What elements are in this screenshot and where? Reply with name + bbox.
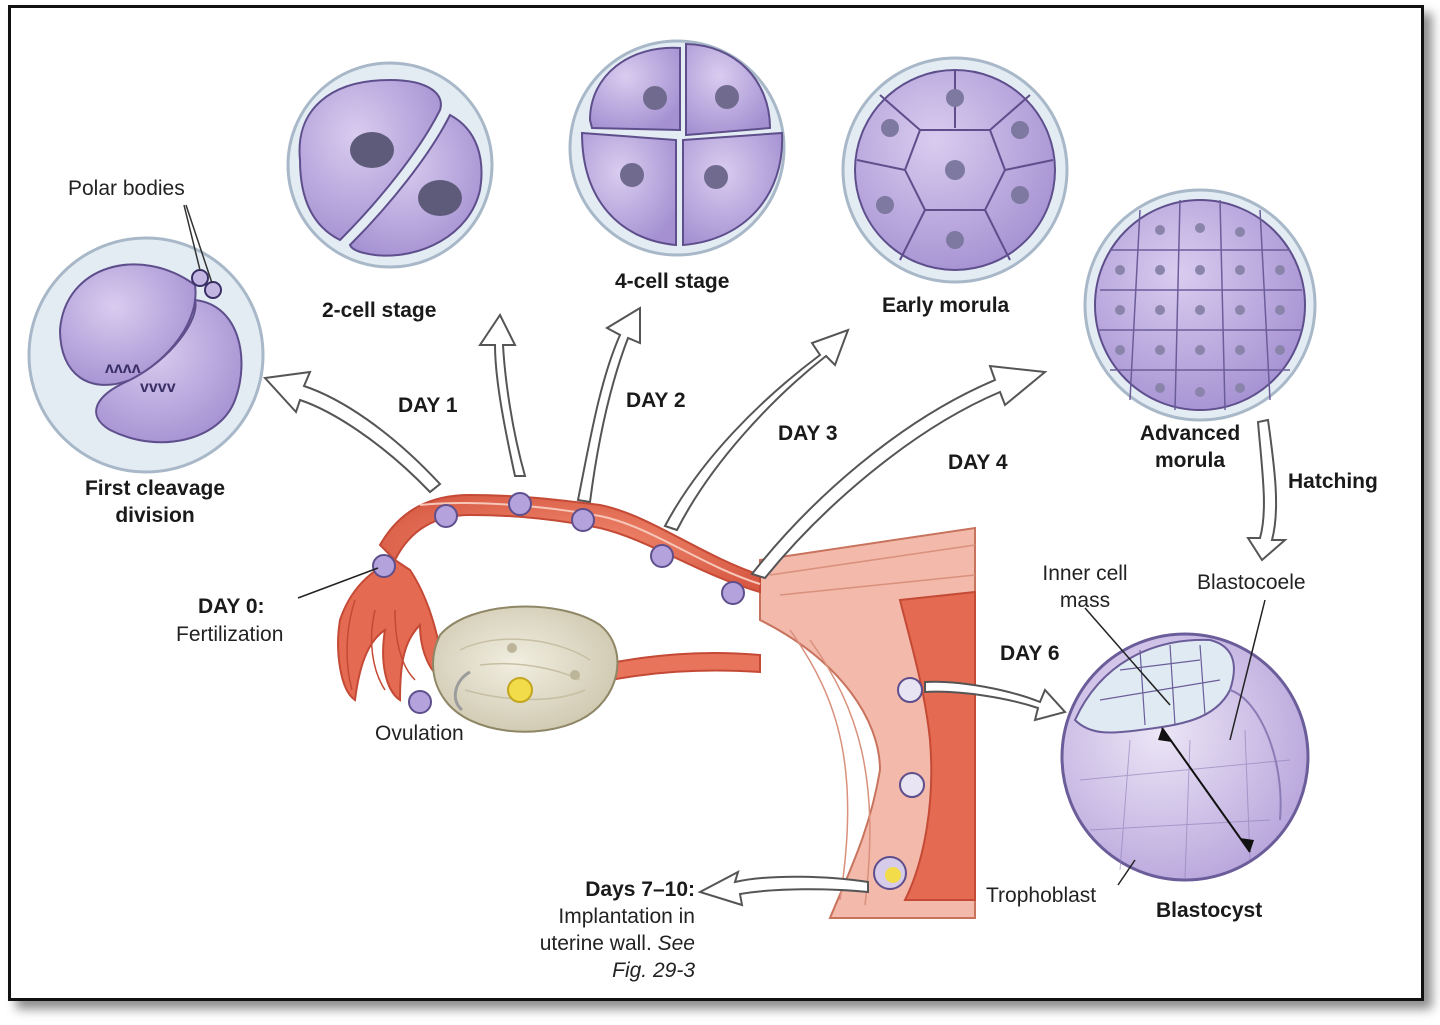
inner-cell-mass-label: Inner cell mass	[1042, 562, 1128, 612]
advanced-morula	[1083, 188, 1317, 422]
figure-reference: Fig. 29-3	[612, 959, 695, 982]
four-cell-label: 4-cell stage	[615, 270, 730, 293]
two-cell-embryo	[286, 61, 494, 269]
implantation-line1: Implantation in	[558, 905, 695, 928]
first-cleavage-cell: ʌʌʌʌ vvvv	[27, 204, 265, 474]
svg-text:ʌʌʌʌ: ʌʌʌʌ	[105, 360, 141, 377]
uterine-tube	[337, 493, 761, 702]
arrows	[262, 306, 1288, 907]
early-morula-label: Early morula	[882, 294, 1010, 317]
blastocoele-label: Blastocoele	[1197, 571, 1306, 594]
ovulation-label: Ovulation	[375, 722, 464, 745]
blastocyst	[1060, 599, 1310, 886]
hatching-label: Hatching	[1288, 470, 1378, 493]
day6-label: DAY 6	[1000, 642, 1060, 665]
uterus	[759, 526, 976, 919]
early-morula	[841, 56, 1069, 284]
day4-label: DAY 4	[948, 451, 1008, 474]
svg-text:vvvv: vvvv	[140, 379, 176, 396]
blastocyst-label: Blastocyst	[1156, 899, 1263, 922]
days-7-10-label: Days 7–10:	[585, 878, 695, 901]
fertilization-label: Fertilization	[176, 623, 284, 646]
implantation-note: Days 7–10: Implantation in uterine wall.…	[480, 876, 695, 984]
four-cell-embryo	[568, 39, 786, 257]
two-cell-label: 2-cell stage	[322, 299, 437, 322]
day2-label: DAY 2	[626, 389, 686, 412]
day0-label: DAY 0:	[198, 595, 265, 618]
polar-bodies-label: Polar bodies	[68, 177, 185, 200]
trophoblast-label: Trophoblast	[986, 884, 1097, 907]
zygote-path	[372, 492, 925, 890]
first-cleavage-label: First cleavage division	[84, 477, 226, 527]
implantation-line2: uterine wall. See	[539, 932, 695, 955]
ovary	[432, 605, 619, 733]
advanced-morula-label: Advanced morula	[1139, 422, 1241, 472]
day1-label: DAY 1	[398, 394, 458, 417]
day0-leader	[297, 567, 379, 599]
day3-label: DAY 3	[778, 422, 838, 445]
